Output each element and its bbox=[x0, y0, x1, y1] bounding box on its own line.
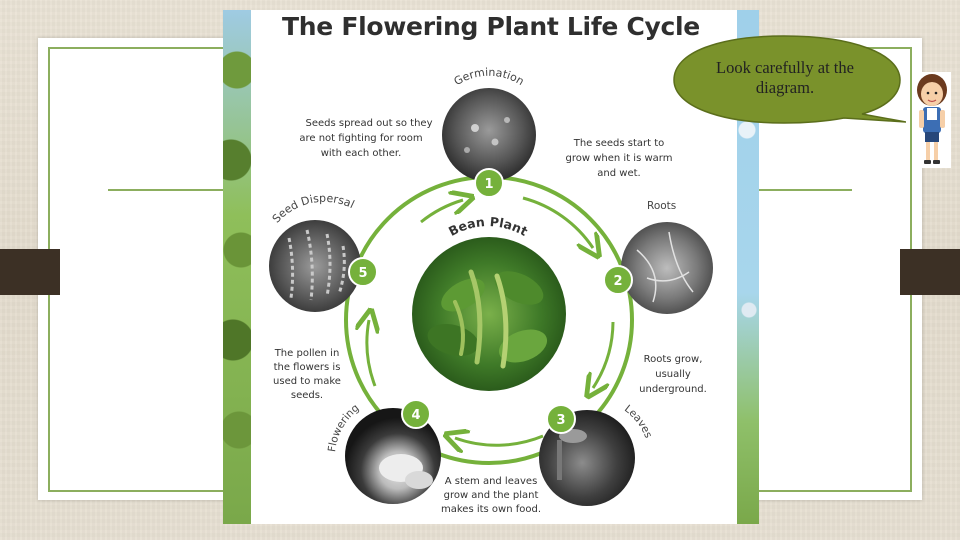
roots-label: Roots bbox=[647, 200, 676, 212]
speech-bubble bbox=[673, 35, 906, 124]
description-line: and wet. bbox=[597, 168, 640, 179]
poster-title: The Flowering Plant Life Cycle bbox=[282, 12, 700, 41]
germination-label: Germination bbox=[452, 66, 527, 88]
decor-rule-right bbox=[756, 189, 852, 191]
stage-badge-2 bbox=[603, 265, 633, 295]
seed-start-description: The seeds start to grow when it is warm … bbox=[566, 138, 673, 179]
description-line: with each other. bbox=[321, 148, 402, 159]
inner-arrow bbox=[455, 436, 544, 445]
decor-tab-right bbox=[900, 249, 960, 295]
inner-arrow bbox=[420, 200, 463, 224]
life-cycle-diagram: Bean Plant Germination 1 Roots 2 Leaves … bbox=[269, 66, 713, 515]
poster-scenery-left bbox=[223, 10, 251, 524]
germination-photo bbox=[442, 88, 536, 182]
description-line: The seeds start to bbox=[573, 138, 665, 149]
description-line: seeds. bbox=[291, 390, 323, 401]
poster-scenery-right bbox=[737, 10, 759, 524]
leaves-description: A stem and leaves grow and the plant mak… bbox=[441, 476, 541, 515]
description-line: makes its own food. bbox=[441, 504, 541, 515]
stage-number-3: 3 bbox=[556, 413, 565, 428]
roots-description: Roots grow, usually underground. bbox=[639, 354, 707, 395]
center-label-text: Bean Plant bbox=[446, 214, 530, 239]
description-line: used to make bbox=[273, 376, 341, 387]
flowering-description: The pollen in the flowers is used to mak… bbox=[273, 348, 341, 401]
description-line: A stem and leaves bbox=[445, 476, 538, 487]
stage-number-2: 2 bbox=[613, 274, 622, 289]
teacher-character-icon bbox=[913, 72, 951, 168]
stage-number-1: 1 bbox=[484, 177, 493, 192]
stage-number-4: 4 bbox=[411, 408, 420, 423]
center-label: Bean Plant bbox=[446, 214, 530, 239]
stage-badge-5 bbox=[348, 257, 378, 287]
description-line: Seeds spread out so they bbox=[305, 118, 432, 129]
decor-rule-left bbox=[108, 189, 226, 191]
stage-number-5: 5 bbox=[358, 266, 367, 281]
description-line: the flowers is bbox=[274, 362, 341, 373]
speech-bubble-text: Look carefully at the diagram. bbox=[716, 58, 854, 97]
decor-tab-left bbox=[0, 249, 60, 295]
stage-badge-1 bbox=[474, 168, 504, 198]
description-line: Roots grow, bbox=[644, 354, 703, 365]
inner-arrow bbox=[593, 321, 615, 388]
description-line: grow and the plant bbox=[444, 490, 539, 501]
inner-arrow bbox=[522, 196, 593, 248]
description-line: usually bbox=[655, 369, 691, 380]
inner-arrow bbox=[367, 320, 375, 387]
seed-dispersal-photo bbox=[269, 220, 361, 312]
description-line: underground. bbox=[639, 384, 707, 395]
stage-badge-3 bbox=[546, 404, 576, 434]
roots-photo bbox=[621, 222, 713, 314]
stage-badge-4 bbox=[401, 399, 431, 429]
description-line: are not fighting for room bbox=[299, 133, 422, 144]
germination-label-text: Germination bbox=[452, 66, 527, 88]
description-line: The pollen in bbox=[274, 348, 340, 359]
germination-description: Seeds spread out so they are not fightin… bbox=[299, 118, 432, 159]
description-line: grow when it is warm bbox=[566, 153, 673, 164]
life-cycle-poster: The Flowering Plant Life Cycle bbox=[223, 10, 759, 524]
bean-plant-photo bbox=[412, 237, 566, 391]
